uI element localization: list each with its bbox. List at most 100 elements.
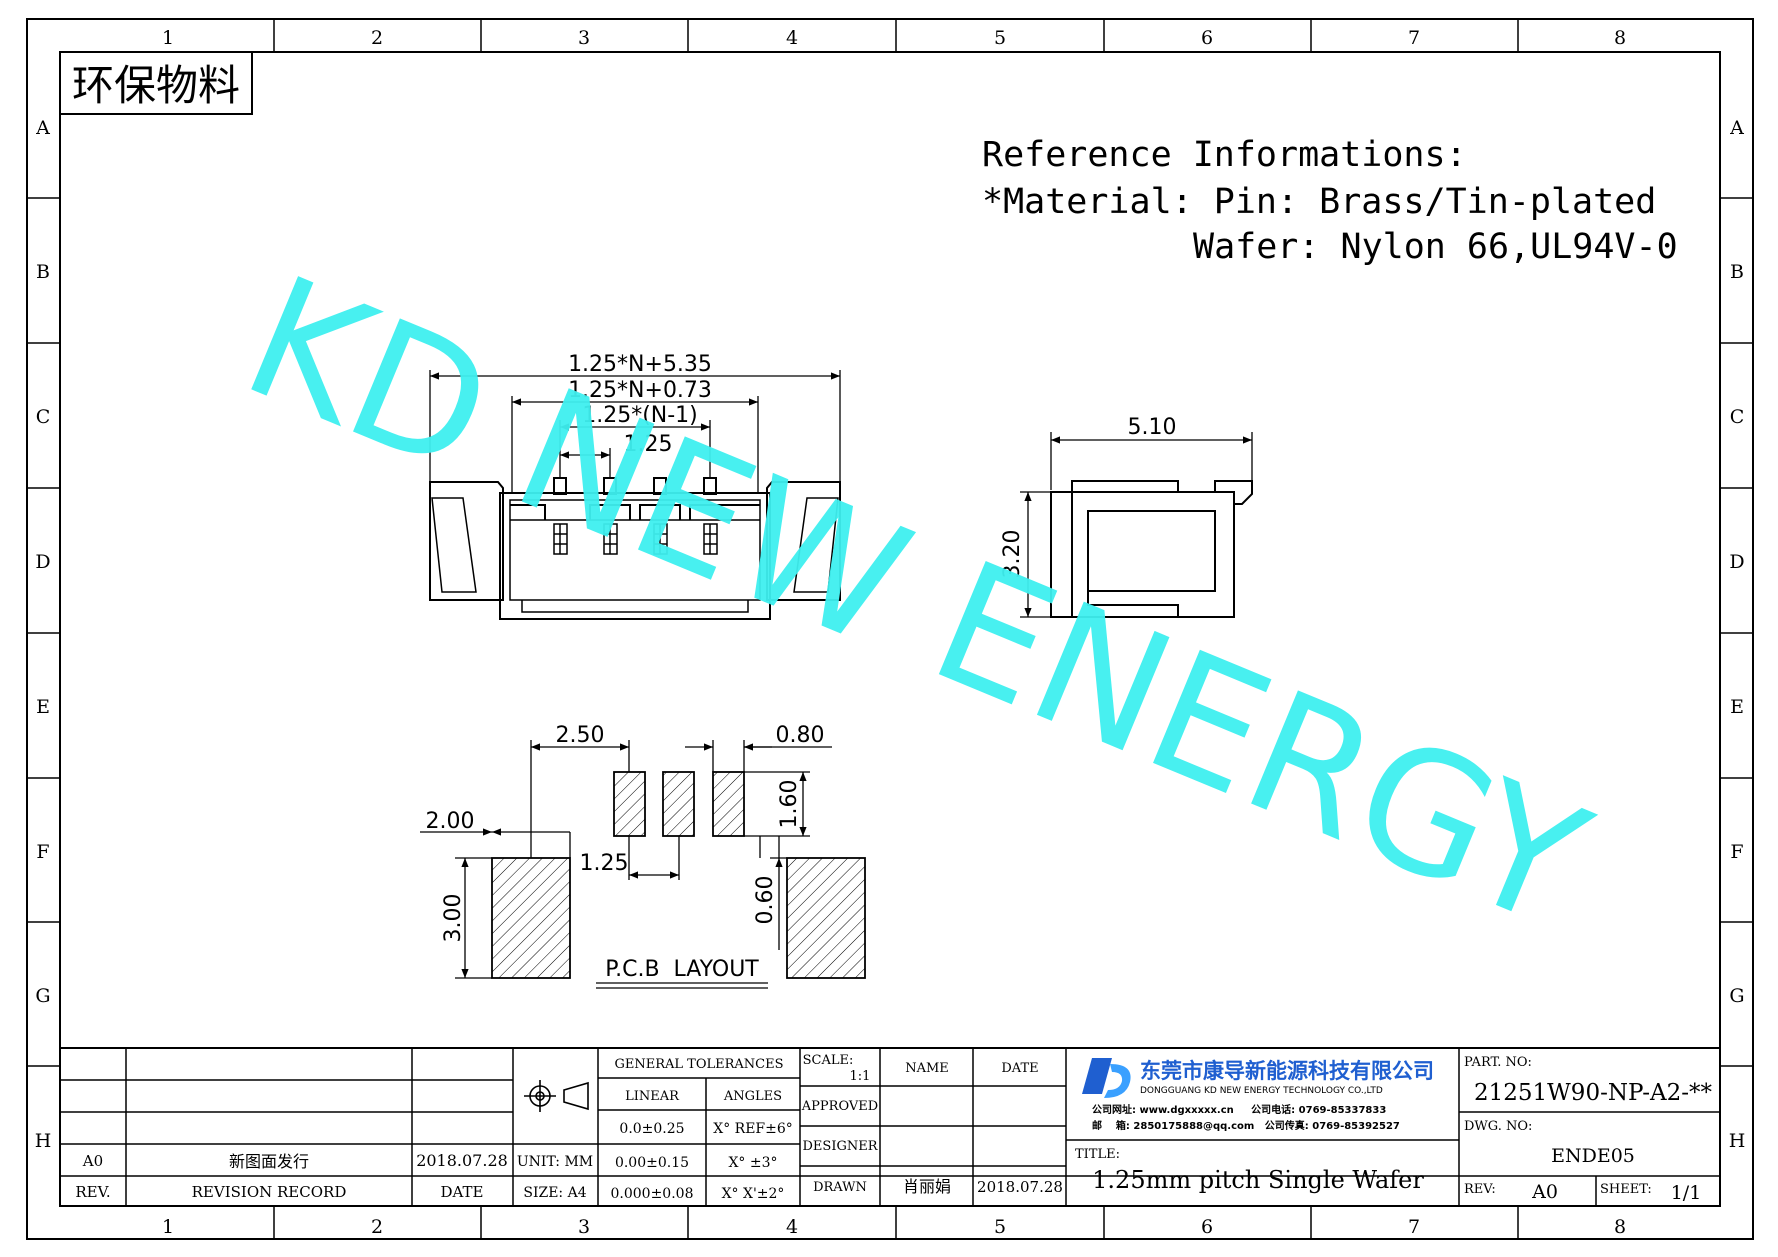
drawn-name: 肖丽娟 bbox=[903, 1177, 951, 1196]
reference-heading: Reference Informations: bbox=[982, 135, 1467, 175]
row-label: G bbox=[1729, 985, 1744, 1007]
stamp-text: 环保物料 bbox=[72, 61, 240, 110]
projection-symbol-icon bbox=[524, 1080, 589, 1112]
dim-span: 1.25*(N-1) bbox=[582, 403, 698, 428]
tol-angle-1: X° REF±6° bbox=[713, 1121, 793, 1137]
sheet-value: 1/1 bbox=[1671, 1182, 1702, 1204]
company-contact-2: 邮 箱: 2850175888@qq.com 公司传真: 0769-853925… bbox=[1092, 1119, 1400, 1132]
date-col-label-2: DATE bbox=[1001, 1061, 1038, 1076]
dim-080: 0.80 bbox=[776, 723, 825, 748]
row-label: F bbox=[36, 841, 49, 863]
part-no: 21251W90-NP-A2-** bbox=[1474, 1080, 1712, 1106]
pcb-layout bbox=[491, 771, 866, 979]
col-label: 5 bbox=[994, 27, 1006, 49]
row-label: D bbox=[35, 551, 50, 573]
col-label: 8 bbox=[1614, 1216, 1626, 1238]
pcb-mount-pad bbox=[786, 857, 866, 979]
col-label: 2 bbox=[371, 27, 383, 49]
col-label: 4 bbox=[786, 1216, 798, 1238]
wafer-line: Wafer: Nylon 66,UL94V-0 bbox=[1193, 227, 1678, 267]
pcb-dim-text: 2.50 0.80 1.60 2.00 1.25 3.00 0.60 P.C.B… bbox=[426, 723, 825, 982]
col-label: 3 bbox=[578, 27, 590, 49]
col-label: 7 bbox=[1408, 27, 1420, 49]
revision-record-label: REVISION RECORD bbox=[192, 1183, 347, 1201]
general-tolerances: GENERAL TOLERANCES bbox=[614, 1057, 783, 1072]
linear-label: LINEAR bbox=[625, 1089, 680, 1104]
row-label: B bbox=[1730, 261, 1744, 283]
title-value: 1.25mm pitch Single Wafer bbox=[1092, 1166, 1424, 1194]
dim-inner: 1.25*N+0.73 bbox=[568, 378, 712, 403]
title-label: TITLE: bbox=[1075, 1147, 1120, 1162]
col-label: 6 bbox=[1201, 1216, 1213, 1238]
part-no-label: PART. NO: bbox=[1464, 1055, 1532, 1070]
company-logo bbox=[1082, 1058, 1131, 1098]
row-label: A bbox=[35, 117, 50, 139]
row-label: C bbox=[36, 406, 51, 428]
tol-angle-3: X° X'±2° bbox=[722, 1186, 785, 1202]
name-col-label: NAME bbox=[905, 1061, 949, 1076]
row-label: D bbox=[1729, 551, 1744, 573]
rev-label: REV: bbox=[1464, 1182, 1496, 1197]
angles-label: ANGLES bbox=[723, 1089, 782, 1104]
dim-total: 1.25*N+5.35 bbox=[568, 352, 712, 377]
rev-date: 2018.07.28 bbox=[416, 1151, 508, 1170]
company-name-cn: 东莞市康导新能源科技有限公司 bbox=[1140, 1059, 1434, 1083]
side-view-dimensions bbox=[1020, 432, 1253, 618]
row-label: H bbox=[1729, 1130, 1746, 1152]
zone-ticks bbox=[27, 19, 1753, 1239]
reference-info: Reference Informations: *Material: Pin: … bbox=[982, 135, 1678, 267]
rev-col-label: REV. bbox=[75, 1183, 110, 1201]
row-label: G bbox=[35, 985, 50, 1007]
pcb-title: P.C.B LAYOUT bbox=[605, 957, 759, 982]
row-label: E bbox=[1730, 696, 1744, 718]
row-label: B bbox=[36, 261, 50, 283]
row-label: C bbox=[1730, 406, 1745, 428]
pcb-pad bbox=[613, 771, 646, 837]
rev-a0: A0 bbox=[82, 1152, 103, 1170]
side-view-dim-text: 5.10 3.20 bbox=[1000, 415, 1176, 578]
front-view-dimensions bbox=[429, 370, 841, 493]
pcb-dimensions bbox=[420, 740, 832, 989]
watermark: KD NEW ENERGY bbox=[221, 239, 1611, 965]
title-block-text: A0 新图面发行 2018.07.28 REV. REVISION RECORD… bbox=[75, 1053, 1712, 1204]
title-block bbox=[60, 1047, 1720, 1206]
row-label: H bbox=[35, 1130, 52, 1152]
scale-value: 1:1 bbox=[850, 1069, 871, 1084]
dim-160: 1.60 bbox=[777, 780, 802, 829]
col-label: 3 bbox=[578, 1216, 590, 1238]
dwg-no: ENDE05 bbox=[1551, 1145, 1635, 1167]
col-label: 2 bbox=[371, 1216, 383, 1238]
tol-linear-1: 0.0±0.25 bbox=[619, 1121, 684, 1137]
tol-linear-3: 0.000±0.08 bbox=[611, 1186, 694, 1202]
drawn-label: DRAWN bbox=[813, 1180, 867, 1195]
sheet-frame bbox=[26, 18, 1754, 1240]
drawn-date: 2018.07.28 bbox=[977, 1178, 1063, 1196]
rev-value: A0 bbox=[1531, 1181, 1558, 1203]
dwg-no-label: DWG. NO: bbox=[1464, 1119, 1532, 1134]
eco-material-stamp: 环保物料 bbox=[59, 51, 253, 115]
date-col-label: DATE bbox=[441, 1183, 484, 1201]
rev-record-text: 新图面发行 bbox=[229, 1152, 309, 1171]
dim-pitch: 1.25 bbox=[624, 432, 673, 457]
col-label: 7 bbox=[1408, 1216, 1420, 1238]
zone-labels: 1 2 3 4 5 6 7 8 1 2 3 4 5 6 7 8 A B C D … bbox=[35, 27, 1746, 1238]
col-label: 6 bbox=[1201, 27, 1213, 49]
row-label: E bbox=[36, 696, 50, 718]
row-label: F bbox=[1730, 841, 1743, 863]
col-label: 1 bbox=[162, 27, 174, 49]
pcb-pad bbox=[712, 771, 745, 837]
dim-width: 5.10 bbox=[1128, 415, 1177, 440]
dim-060: 0.60 bbox=[753, 876, 778, 925]
company-info: 东莞市康导新能源科技有限公司 DONGGUANG KD NEW ENERGY T… bbox=[1092, 1059, 1434, 1132]
scale-label: SCALE: bbox=[803, 1053, 854, 1068]
front-view-dim-text: 1.25*N+5.35 1.25*N+0.73 1.25*(N-1) 1.25 bbox=[568, 352, 712, 457]
dim-height: 3.20 bbox=[1000, 530, 1025, 579]
company-name-en: DONGGUANG KD NEW ENERGY TECHNOLOGY CO.,L… bbox=[1140, 1086, 1383, 1096]
material-line: *Material: Pin: Brass/Tin-plated bbox=[982, 182, 1656, 222]
pcb-pad bbox=[662, 771, 695, 837]
pcb-mount-pad bbox=[491, 857, 571, 979]
dim-250: 2.50 bbox=[556, 723, 605, 748]
col-label: 5 bbox=[994, 1216, 1006, 1238]
tol-linear-2: 0.00±0.15 bbox=[615, 1155, 689, 1171]
